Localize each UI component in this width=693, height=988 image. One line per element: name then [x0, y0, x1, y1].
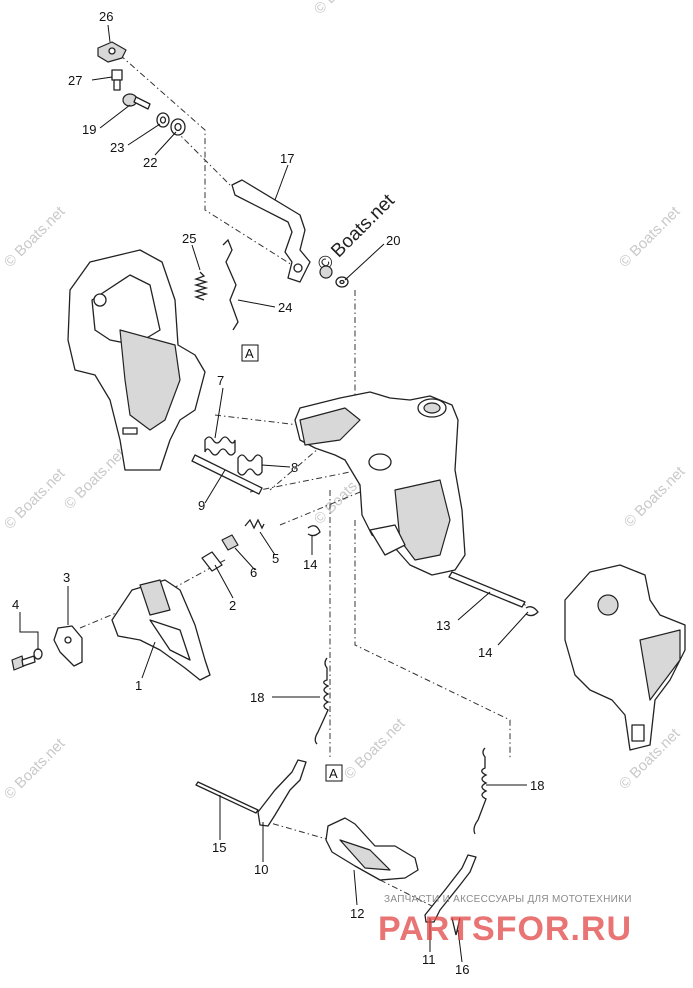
callout-1: 1 — [135, 678, 142, 693]
callout-19: 19 — [82, 122, 96, 137]
callout-22: 22 — [143, 155, 157, 170]
callout-18b: 18 — [530, 778, 544, 793]
callout-26: 26 — [99, 9, 113, 24]
watermark: © Boats.net — [1, 203, 69, 271]
callout-12: 12 — [350, 906, 364, 921]
brand-tagline: ЗАПЧАСТИ И АКСЕССУАРЫ ДЛЯ МОТОТЕХНИКИ — [384, 894, 632, 905]
part-7-springs[interactable] — [204, 436, 263, 476]
callout-13: 13 — [436, 618, 450, 633]
part-14-circlip-right[interactable] — [525, 606, 539, 617]
watermark: © Boats.net — [341, 715, 409, 783]
part-9-shaft[interactable] — [191, 454, 263, 495]
callout-6: 6 — [250, 565, 257, 580]
callout-18: 18 — [250, 690, 264, 705]
part-15-pin[interactable] — [195, 781, 259, 814]
callout-3: 3 — [63, 570, 70, 585]
part-2-pin[interactable] — [201, 551, 223, 572]
part-18-spring-left[interactable] — [314, 657, 330, 745]
part-5-spring[interactable] — [244, 518, 265, 530]
reference-box-a-bottom: A — [325, 764, 343, 782]
part-13-shaft[interactable] — [448, 571, 526, 608]
right-clamp-bracket — [564, 564, 686, 751]
watermark: © Boats.net — [311, 0, 379, 18]
callout-10: 10 — [254, 862, 268, 877]
svg-text:A: A — [245, 346, 254, 361]
callout-numbers: 26 27 19 23 22 17 20 25 24 7 8 9 5 6 14 … — [12, 9, 544, 977]
callout-2: 2 — [229, 598, 236, 613]
part-24-link-rod[interactable] — [222, 238, 239, 331]
callout-15: 15 — [212, 840, 226, 855]
part-18-spring-right[interactable] — [473, 747, 488, 835]
swivel-bracket — [294, 391, 466, 576]
part-3-plate[interactable] — [53, 625, 83, 667]
callout-16: 16 — [455, 962, 469, 977]
callout-4: 4 — [12, 597, 19, 612]
part-17-tilt-lever[interactable] — [231, 179, 311, 283]
assembly-lines — [79, 54, 536, 911]
callout-11: 11 — [422, 952, 436, 967]
part-1-bracket[interactable] — [111, 579, 211, 681]
watermark: © Boats.net — [61, 445, 129, 513]
part-26-cap[interactable] — [97, 41, 127, 63]
callout-25: 25 — [182, 231, 196, 246]
callout-27: 27 — [68, 73, 82, 88]
svg-text:A: A — [329, 766, 338, 781]
part-23-washer[interactable] — [156, 112, 170, 128]
watermark: © Boats.net — [616, 203, 684, 271]
callout-5: 5 — [272, 551, 279, 566]
callout-14: 14 — [303, 557, 317, 572]
part-12-lever-plate[interactable] — [325, 817, 419, 881]
callout-24: 24 — [278, 300, 292, 315]
reference-box-a-top: A — [241, 344, 259, 362]
callout-14b: 14 — [478, 645, 492, 660]
watermark: © Boats.net — [1, 735, 69, 803]
part-22-washer[interactable] — [170, 118, 186, 136]
left-clamp-bracket — [67, 249, 206, 471]
part-25-spring[interactable] — [193, 271, 209, 301]
part-27-fitting[interactable] — [111, 69, 123, 91]
callout-23: 23 — [110, 140, 124, 155]
brand-watermark: ЗАПЧАСТИ И АКСЕССУАРЫ ДЛЯ МОТОТЕХНИКИ PA… — [378, 894, 632, 948]
part-10-lever[interactable] — [257, 759, 307, 827]
callout-9: 9 — [198, 498, 205, 513]
brand-name: PARTSFOR.RU — [378, 910, 632, 948]
callout-8: 8 — [291, 460, 298, 475]
part-19-bolt[interactable] — [122, 93, 151, 110]
part-14-circlip[interactable] — [307, 525, 321, 537]
watermark: © Boats.net — [1, 465, 69, 533]
part-16-pin[interactable] — [451, 917, 461, 936]
callout-17: 17 — [280, 151, 294, 166]
callout-20: 20 — [386, 233, 400, 248]
part-6-plunger[interactable] — [221, 534, 239, 551]
callout-7: 7 — [217, 373, 224, 388]
part-11-lever[interactable] — [424, 854, 477, 923]
watermark: © Boats.net — [621, 463, 689, 531]
part-4-bolt-washer[interactable] — [11, 648, 43, 671]
leader-lines — [19, 24, 529, 963]
